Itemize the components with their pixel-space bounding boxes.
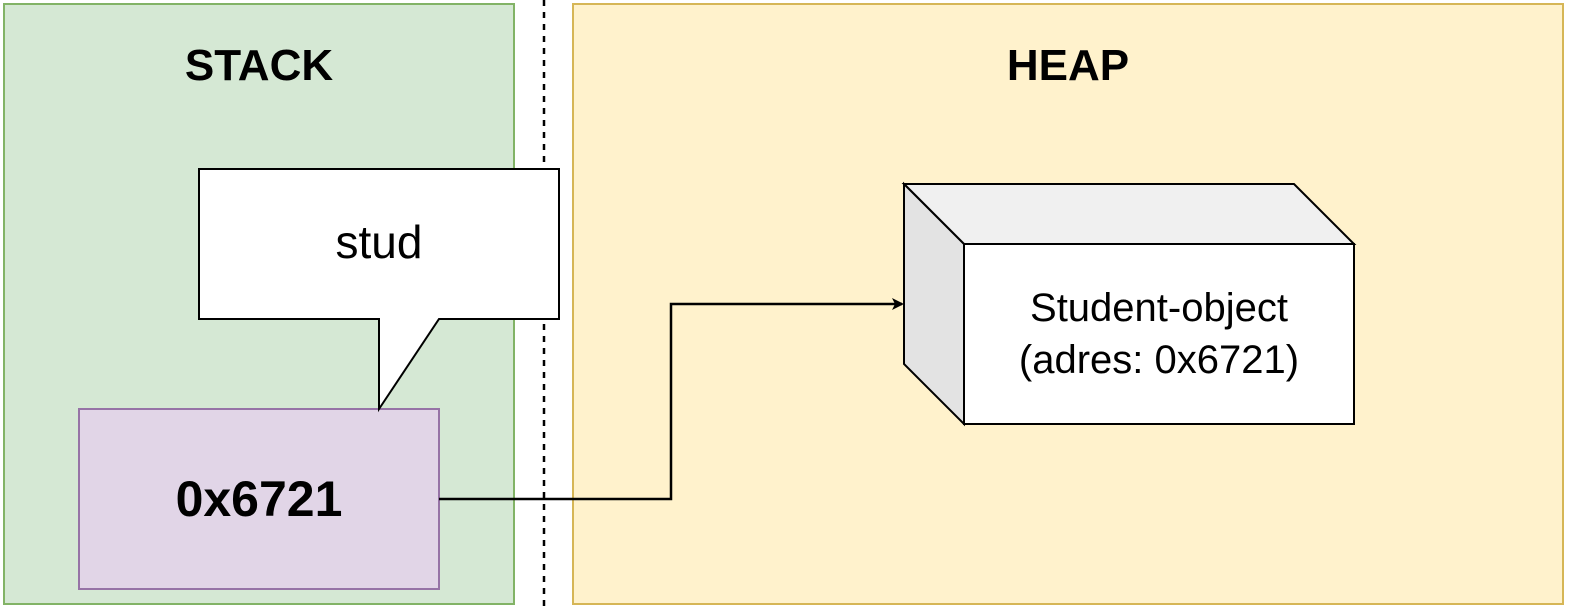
object-box-front: [963, 243, 1355, 425]
heap-title: HEAP: [1006, 41, 1130, 90]
pointer-value-box: [78, 408, 440, 590]
object-address: (adres: 0x6721): [1018, 338, 1300, 382]
pointer-value: 0x6721: [175, 471, 343, 527]
object-name: Student-object: [1030, 286, 1288, 330]
stack-title: STACK: [184, 41, 334, 90]
variable-name: stud: [335, 215, 423, 268]
object-box-top: [901, 183, 1357, 245]
reference-arrow: [439, 298, 904, 501]
object-label: Student-object (adres: 0x6721): [964, 244, 1354, 424]
variable-callout: [198, 168, 560, 413]
